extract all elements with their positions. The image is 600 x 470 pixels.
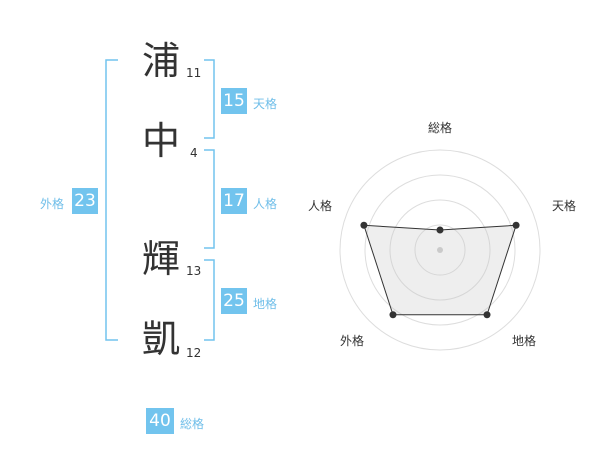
name-char-3: 輝 — [142, 237, 181, 281]
name-char-4: 凱 — [142, 317, 181, 361]
radar-point-4 — [389, 311, 397, 319]
jinkaku-bracket — [204, 149, 215, 249]
radar-axis-label: 天格 — [552, 198, 576, 213]
gaikaku-value: 23 — [72, 188, 98, 214]
radar-center — [437, 247, 443, 253]
radar-axis-label: 人格 — [308, 198, 332, 213]
radar-ring — [389, 199, 491, 301]
stroke-count-3: 13 — [186, 264, 202, 278]
tenkaku-bracket — [204, 59, 215, 139]
stroke-count-2: 4 — [190, 146, 198, 160]
radar-point-2 — [512, 221, 520, 229]
chikaku-bracket — [204, 259, 215, 341]
radar-area — [363, 224, 517, 316]
radar-ring — [364, 174, 516, 326]
name-char-2: 中 — [142, 119, 181, 163]
tenkaku-value: 15 — [221, 88, 247, 114]
stroke-count-4: 12 — [186, 346, 202, 360]
soukaku-value: 40 — [146, 408, 174, 434]
name-char-1: 浦 — [142, 39, 181, 83]
radar-axis-label: 総格 — [428, 120, 452, 135]
radar-ring — [339, 149, 541, 351]
jinkaku-label: 人格 — [253, 197, 278, 211]
chikaku-value: 25 — [221, 288, 247, 314]
chikaku-label: 地格 — [253, 297, 278, 311]
gaikaku-label: 外格 — [40, 197, 65, 211]
radar-point-1 — [436, 226, 444, 234]
radar-ring — [414, 224, 466, 276]
radar-axis-label: 地格 — [512, 333, 536, 348]
radar-point-5 — [360, 221, 368, 229]
soukaku-label: 総格 — [180, 417, 205, 431]
tenkaku-label: 天格 — [253, 97, 278, 111]
stroke-count-1: 11 — [186, 66, 202, 80]
jinkaku-value: 17 — [221, 188, 247, 214]
radar-axis-label: 外格 — [340, 333, 364, 348]
radar-point-3 — [483, 311, 491, 319]
gaikaku-bracket — [105, 59, 118, 341]
